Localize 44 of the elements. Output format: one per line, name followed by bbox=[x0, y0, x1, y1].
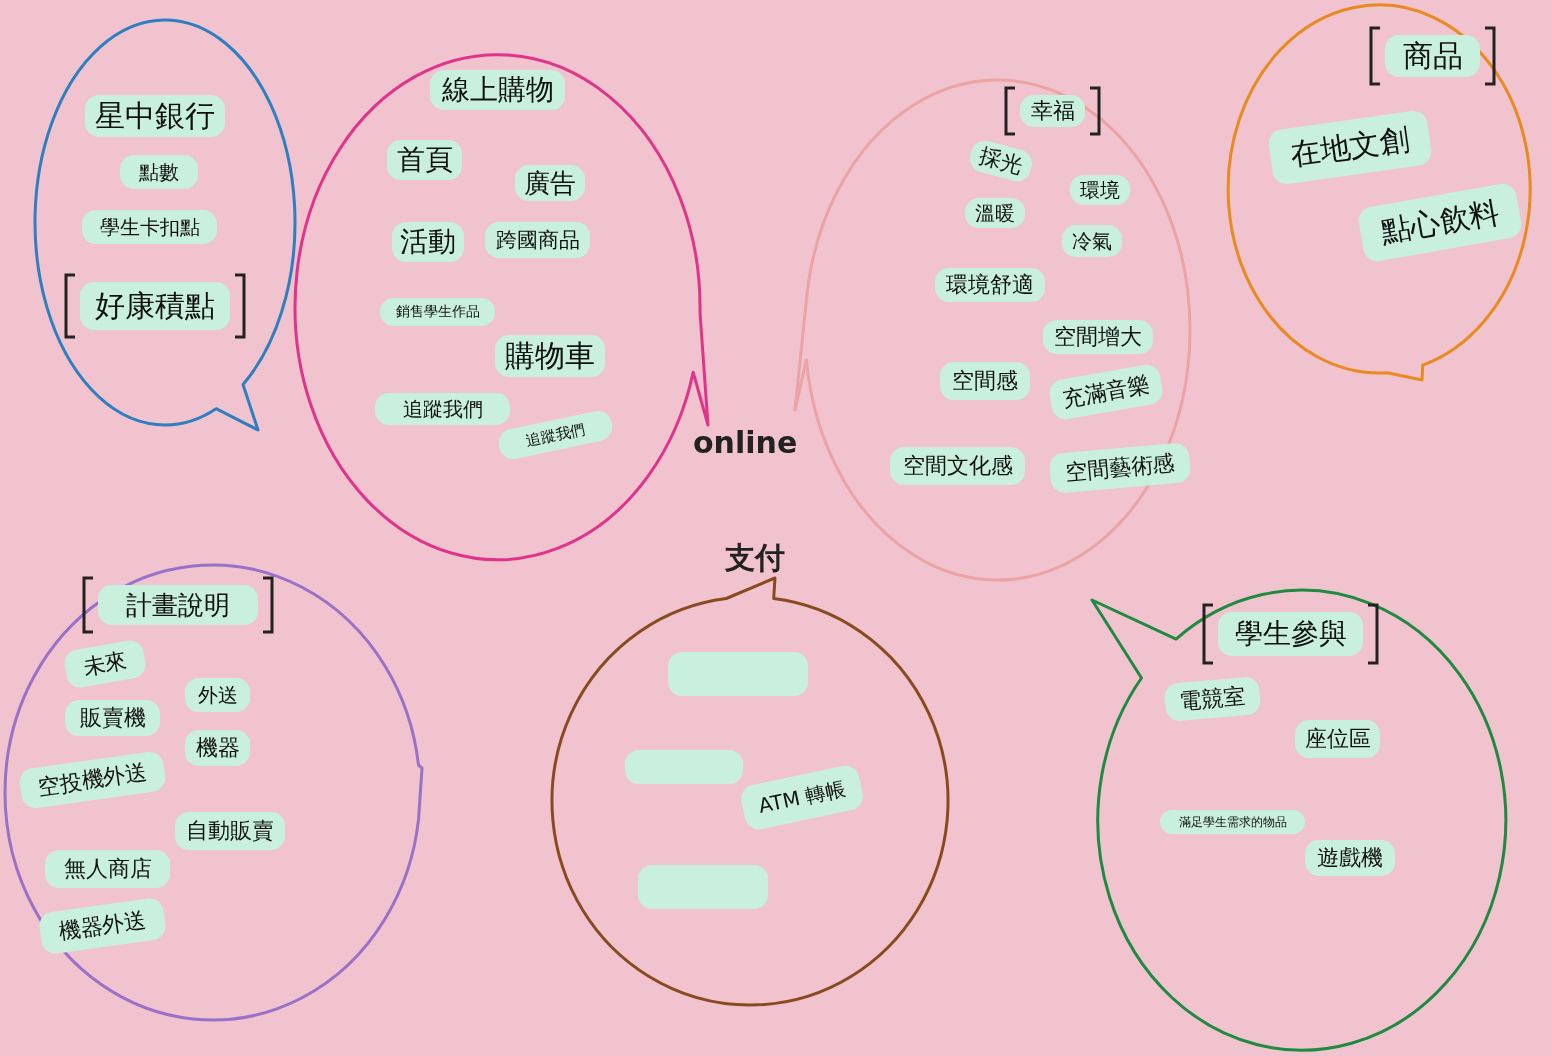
paper-tag: 在地文創 bbox=[1266, 109, 1434, 186]
paper-tag: 商品 bbox=[1385, 35, 1480, 77]
paper-tag: 空間增大 bbox=[1043, 320, 1153, 354]
paper-tag: 追蹤我們 bbox=[375, 393, 510, 425]
paper-tag: 無人商店 bbox=[45, 850, 170, 888]
paper-tag: 遊戲機 bbox=[1305, 840, 1395, 876]
paper-tag: 幸福 bbox=[1020, 95, 1085, 127]
paper-tag: 機器外送 bbox=[37, 896, 168, 956]
paper-tag: 好康積點 bbox=[80, 282, 230, 330]
handwritten-text: 支付 bbox=[725, 539, 785, 577]
paper-tag: 線上購物 bbox=[430, 70, 565, 110]
paper-tag: 計畫說明 bbox=[98, 585, 258, 625]
paper-tag: 空間文化感 bbox=[890, 447, 1025, 485]
paper-tag: 環境 bbox=[1070, 175, 1130, 205]
blank-paper-tag bbox=[638, 865, 768, 909]
paper-tag: 冷氣 bbox=[1062, 225, 1122, 257]
paper-tag: 學生卡扣點 bbox=[82, 210, 217, 244]
paper-tag: 空間藝術感 bbox=[1048, 442, 1192, 494]
paper-tag: 電競室 bbox=[1163, 675, 1262, 723]
paper-tag: 外送 bbox=[185, 678, 250, 712]
paper-tag: 空間感 bbox=[940, 362, 1030, 400]
paper-tag: 未來 bbox=[62, 638, 148, 690]
paper-tag: 點數 bbox=[120, 155, 198, 189]
paper-tag: 購物車 bbox=[495, 335, 605, 377]
paper-tag: 自動販賣 bbox=[175, 812, 285, 850]
paper-tag: 滿足學生需求的物品 bbox=[1160, 810, 1305, 834]
paper-tag: 首頁 bbox=[387, 140, 462, 180]
paper-tag: 座位區 bbox=[1295, 720, 1380, 758]
paper-tag: 溫暖 bbox=[965, 198, 1025, 228]
paper-tag: 活動 bbox=[392, 222, 464, 262]
paper-tag: 機器 bbox=[185, 730, 250, 766]
paper-tag: 充滿音樂 bbox=[1047, 362, 1165, 422]
paper-tag: 廣告 bbox=[515, 165, 585, 201]
handwritten-text: online bbox=[693, 425, 798, 460]
paper-tag: 銷售學生作品 bbox=[380, 298, 495, 326]
paper-tag: 學生參與 bbox=[1218, 612, 1363, 656]
paper-tag: 環境舒適 bbox=[935, 268, 1045, 302]
blank-paper-tag bbox=[625, 750, 743, 784]
paper-tag: 星中銀行 bbox=[85, 95, 225, 137]
paper-tag: 販賣機 bbox=[65, 700, 160, 736]
blank-paper-tag bbox=[668, 652, 808, 696]
paper-tag: 空投機外送 bbox=[17, 750, 168, 810]
paper-tag: 跨國商品 bbox=[485, 222, 590, 258]
paper-tag: 點心飲料 bbox=[1356, 181, 1524, 264]
